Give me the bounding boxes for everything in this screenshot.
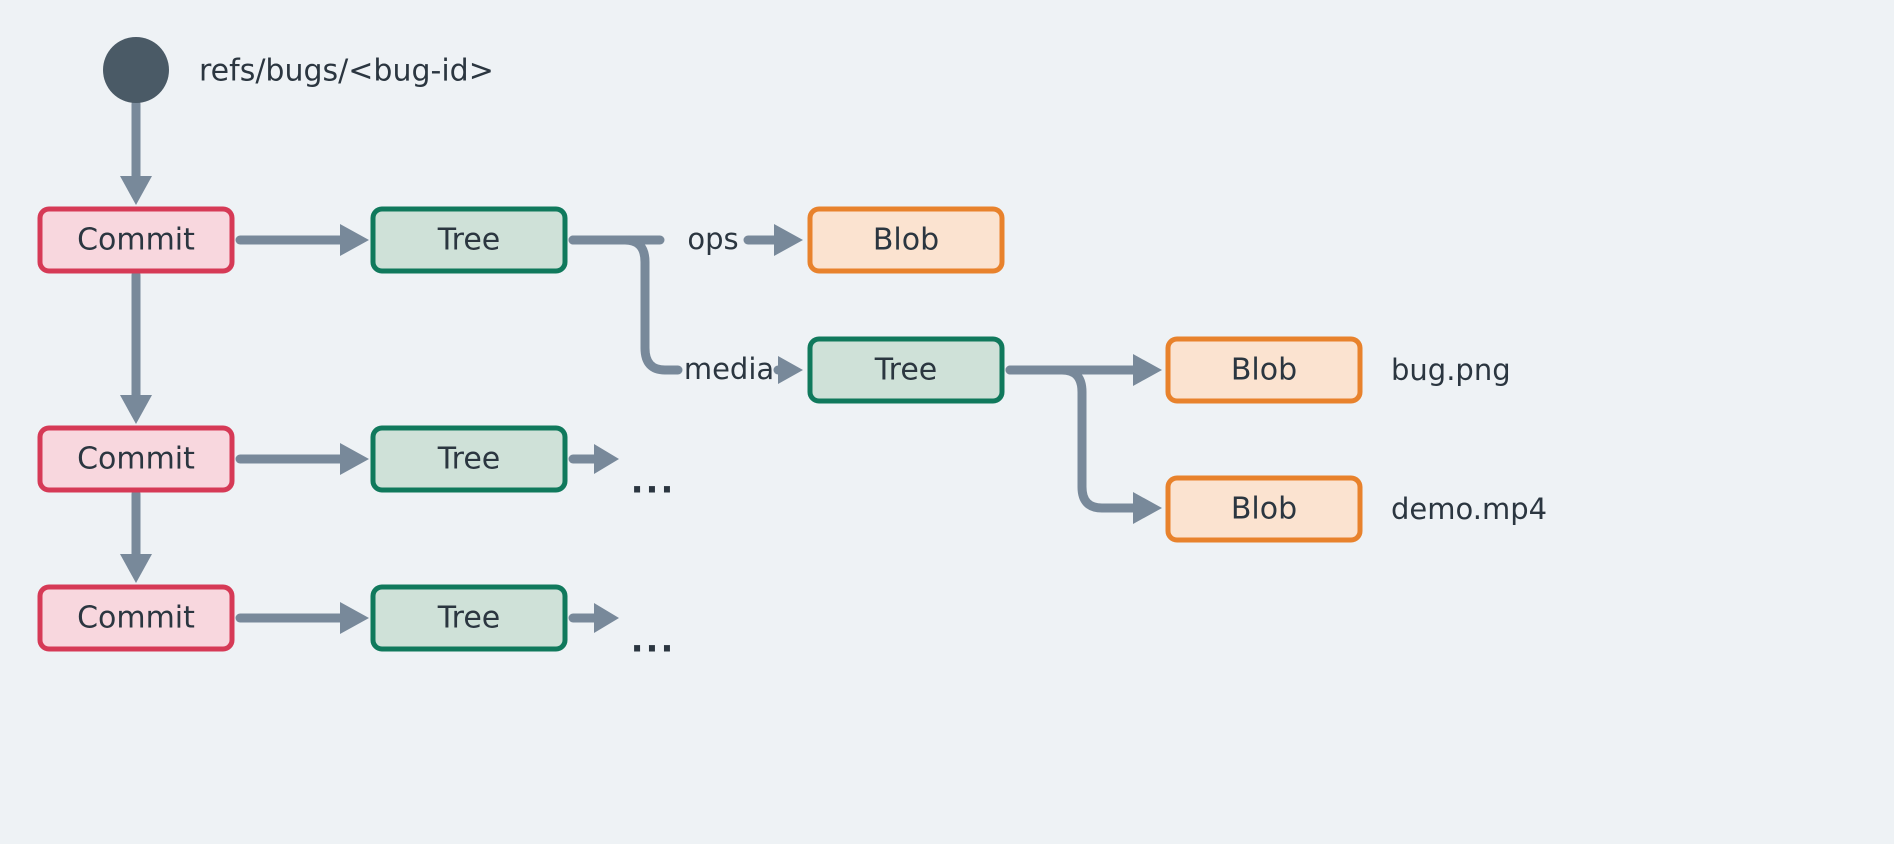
edge-ref-to-commit1 — [120, 99, 152, 205]
edge-commit1-to-tree1 — [235, 224, 369, 256]
ellipsis-after-tree-4: ... — [631, 621, 676, 661]
edge-commit3-to-tree4 — [235, 602, 369, 634]
node-commit-2-label: Commit — [77, 442, 195, 477]
node-tree-2[interactable]: Tree — [807, 336, 1005, 404]
node-blob-3-label: Blob — [1231, 492, 1297, 527]
ellipsis-after-tree-3: ... — [631, 462, 676, 502]
node-tree-2-label: Tree — [874, 353, 938, 388]
edge-commit2-to-commit3 — [120, 489, 152, 583]
node-tree-1[interactable]: Tree — [370, 206, 568, 274]
node-tree-3[interactable]: Tree — [370, 425, 568, 493]
node-blob-3[interactable]: Blob — [1165, 475, 1363, 543]
node-commit-3-label: Commit — [77, 601, 195, 636]
node-tree-1-label: Tree — [437, 223, 501, 258]
file-label-bug-png: bug.png — [1391, 353, 1511, 387]
edge-label-ops: ops — [687, 222, 738, 256]
node-blob-1[interactable]: Blob — [807, 206, 1005, 274]
edge-tree1-to-blob1 — [743, 224, 803, 256]
node-blob-1-label: Blob — [873, 223, 939, 258]
node-commit-1[interactable]: Commit — [37, 206, 235, 274]
node-tree-4-label: Tree — [437, 601, 501, 636]
node-blob-2[interactable]: Blob — [1165, 336, 1363, 404]
branch-ref-label: refs/bugs/<bug-id> — [199, 54, 494, 89]
file-label-demo-mp4: demo.mp4 — [1391, 492, 1547, 526]
edge-tree3-to-ellipsis — [568, 444, 619, 474]
branch-ref-node[interactable] — [103, 37, 169, 103]
node-blob-2-label: Blob — [1231, 353, 1297, 388]
node-tree-3-label: Tree — [437, 442, 501, 477]
node-commit-1-label: Commit — [77, 223, 195, 258]
edge-commit1-to-commit2 — [120, 270, 152, 424]
edge-media-to-tree2 — [773, 356, 803, 384]
node-commit-2[interactable]: Commit — [37, 425, 235, 493]
node-commit-3[interactable]: Commit — [37, 584, 235, 652]
edge-tree2-to-blobs — [1005, 354, 1162, 524]
edge-tree4-to-ellipsis — [568, 603, 619, 633]
edge-label-media: media — [684, 352, 774, 386]
edge-tree1-branch-stem — [568, 235, 683, 375]
node-tree-4[interactable]: Tree — [370, 584, 568, 652]
edge-commit2-to-tree3 — [235, 443, 369, 475]
